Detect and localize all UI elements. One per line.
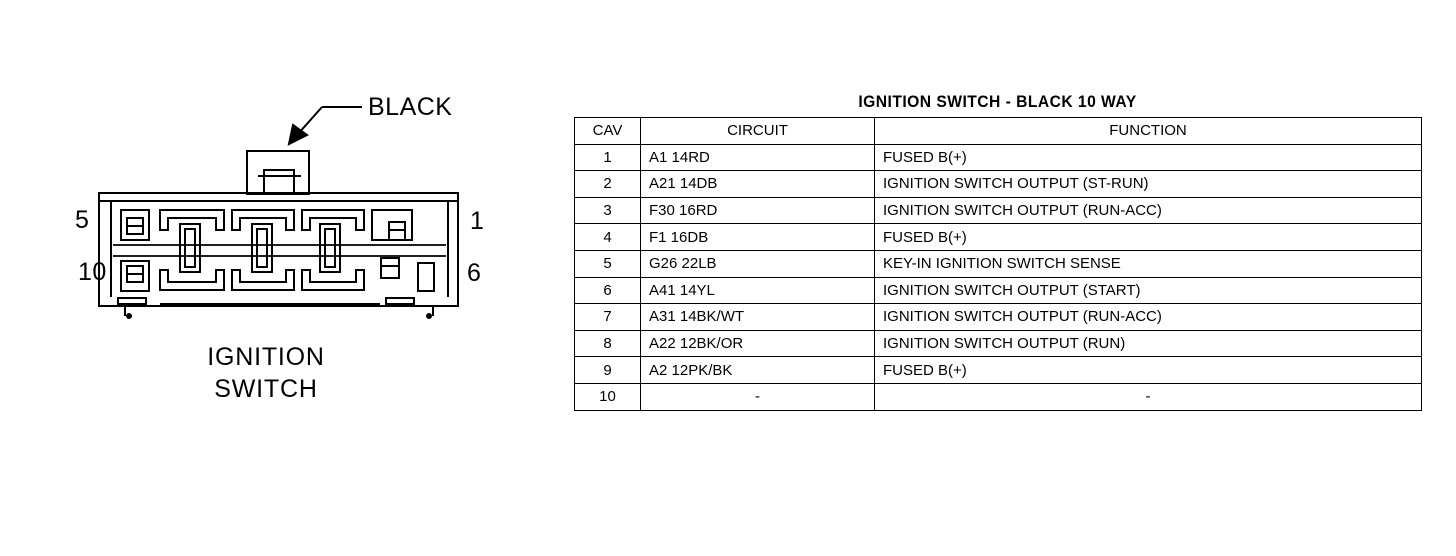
- function-cell: IGNITION SWITCH OUTPUT (RUN-ACC): [874, 303, 1422, 331]
- table-title: IGNITION SWITCH - BLACK 10 WAY: [858, 92, 1137, 111]
- connector-drawing: [98, 106, 459, 319]
- cav-cell: 4: [574, 223, 641, 251]
- function-cell: FUSED B(+): [874, 223, 1422, 251]
- cav-cell: 3: [574, 196, 641, 225]
- cav-cell: 9: [574, 356, 641, 384]
- function-cell: IGNITION SWITCH OUTPUT (RUN-ACC): [874, 196, 1422, 225]
- cav-cell: 5: [574, 249, 641, 278]
- header-cav: CAV: [574, 117, 641, 145]
- circuit-cell: G26 22LB: [640, 249, 875, 278]
- cav-cell: 2: [574, 170, 641, 198]
- connector-body: [98, 192, 459, 319]
- cav-cell: 6: [574, 276, 641, 305]
- function-cell: FUSED B(+): [874, 356, 1422, 384]
- connector-color-label: BLACK: [368, 93, 453, 121]
- pin-label-5: 5: [75, 206, 90, 234]
- pin-label-1: 1: [470, 207, 485, 235]
- cavity-web: [113, 244, 446, 257]
- circuit-cell: A2 12PK/BK: [640, 356, 875, 384]
- cav-cell: 7: [574, 303, 641, 331]
- circuit-cell: A22 12BK/OR: [640, 329, 875, 358]
- circuit-cell: F1 16DB: [640, 223, 875, 251]
- pin-label-6: 6: [467, 259, 482, 287]
- leader-arrow: [287, 106, 362, 146]
- header-circuit: CIRCUIT: [640, 117, 875, 145]
- cav-cell: 10: [574, 382, 641, 411]
- circuit-cell: -: [640, 382, 875, 411]
- caption-line-1: IGNITION: [207, 343, 325, 371]
- cav-cell: 8: [574, 329, 641, 358]
- function-cell: IGNITION SWITCH OUTPUT (START): [874, 276, 1422, 305]
- function-cell: IGNITION SWITCH OUTPUT (RUN): [874, 329, 1422, 358]
- connector-caption: IGNITION SWITCH: [180, 341, 352, 405]
- table-header-row: CAV CIRCUIT FUNCTION: [574, 117, 1422, 145]
- pin-label-10: 10: [78, 258, 107, 286]
- function-cell: IGNITION SWITCH OUTPUT (ST-RUN): [874, 170, 1422, 198]
- circuit-cell: A1 14RD: [640, 143, 875, 172]
- circuit-cell: A41 14YL: [640, 276, 875, 305]
- function-cell: KEY-IN IGNITION SWITCH SENSE: [874, 249, 1422, 278]
- right-cavities: [371, 209, 435, 292]
- left-cavities: [120, 209, 150, 292]
- center-cavities: [159, 209, 365, 291]
- header-function: FUNCTION: [874, 117, 1422, 145]
- caption-line-2: SWITCH: [214, 375, 318, 403]
- cav-cell: 1: [574, 143, 641, 172]
- function-cell: -: [874, 382, 1422, 411]
- table-row: 10--: [574, 382, 1422, 411]
- latch-tab: [246, 150, 310, 195]
- circuit-cell: F30 16RD: [640, 196, 875, 225]
- circuit-cell: A21 14DB: [640, 170, 875, 198]
- circuit-cell: A31 14BK/WT: [640, 303, 875, 331]
- function-cell: FUSED B(+): [874, 143, 1422, 172]
